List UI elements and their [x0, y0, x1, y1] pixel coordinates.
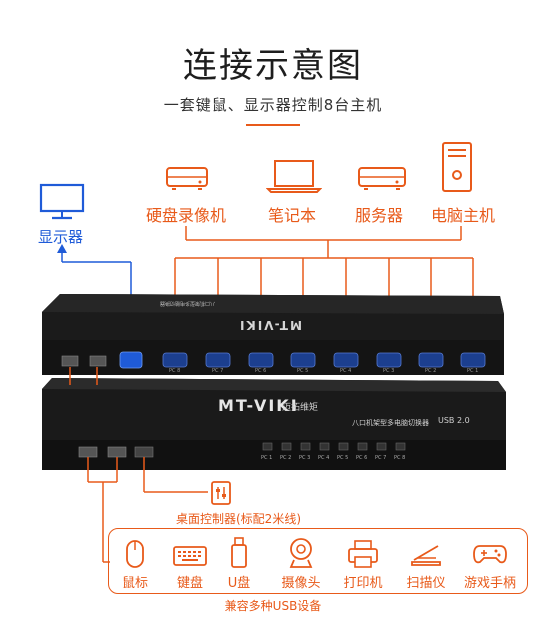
scanner-icon — [411, 545, 441, 566]
laptop-icon — [266, 160, 322, 193]
device-usb-text: USB 2.0 — [438, 416, 470, 425]
port-label: PC 6 — [356, 455, 368, 461]
rear-model-text: 八口机架型多电脑切换器 — [160, 300, 216, 306]
port-label: PC 1 — [261, 455, 273, 461]
usb-drive-icon — [231, 537, 247, 568]
peripheral-label-keyboard: 键盘 — [176, 576, 204, 591]
rear-port-label: PC 5 — [297, 368, 309, 374]
peripheral-label-mouse: 鼠标 — [121, 576, 149, 591]
printer-icon — [348, 540, 378, 568]
peripheral-label-webcam: 摄像头 — [281, 576, 321, 591]
peripheral-label-printer: 打印机 — [343, 576, 383, 591]
monitor-icon — [39, 183, 85, 220]
desktop-controller-icon — [211, 481, 231, 505]
gamepad-icon — [473, 545, 507, 564]
rear-port-label: PC 3 — [383, 368, 395, 374]
front-usb-ports — [78, 446, 154, 458]
host-label-server: 服务器 — [355, 206, 404, 225]
webcam-icon — [289, 538, 313, 568]
host-label-laptop: 笔记本 — [268, 206, 317, 225]
controller-label: 桌面控制器(标配2米线) — [176, 512, 301, 526]
peripherals-footer: 兼容多种USB设备 — [224, 599, 322, 613]
port-label: PC 5 — [337, 455, 349, 461]
port-label: PC 7 — [375, 455, 387, 461]
peripheral-label-scanner: 扫描仪 — [406, 576, 446, 591]
front-select-buttons — [262, 442, 406, 451]
rear-port-label: PC 8 — [169, 368, 181, 374]
keyboard-icon — [173, 546, 207, 566]
pc-tower-icon — [442, 142, 472, 192]
monitor-label: 显示器 — [38, 228, 84, 246]
title-divider — [246, 124, 300, 126]
rear-port-label: PC 2 — [425, 368, 437, 374]
usb-connection-lines — [69, 367, 208, 563]
port-label: PC 4 — [318, 455, 330, 461]
host-label-dvr: 硬盘录像机 — [146, 206, 227, 225]
peripheral-label-gamepad: 游戏手柄 — [463, 576, 517, 591]
rear-usb-ports — [61, 355, 107, 367]
server-icon — [358, 167, 406, 190]
peripheral-label-usb-drive: U盘 — [227, 576, 251, 591]
rear-port-label: PC 6 — [255, 368, 267, 374]
port-label: PC 3 — [299, 455, 311, 461]
front-port-labels: PC 1 PC 2 PC 3 PC 4 PC 5 PC 6 PC 7 PC 8 — [259, 455, 419, 465]
rear-port-label: PC 4 — [340, 368, 352, 374]
kvm-front-panel — [42, 378, 506, 470]
device-brand: MT-VIKI — [218, 396, 299, 415]
mouse-icon — [126, 540, 144, 568]
port-label: PC 2 — [280, 455, 292, 461]
port-label: PC 8 — [394, 455, 406, 461]
page-subtitle: 一套键鼠、显示器控制8台主机 — [163, 96, 383, 114]
page-title: 连接示意图 — [183, 46, 363, 86]
rear-port-labels: PC 8 PC 7 PC 6 PC 5 PC 4 PC 3 PC 2 PC 1 — [163, 368, 493, 376]
peripherals-panel — [108, 528, 528, 594]
dvr-icon — [166, 167, 208, 190]
device-brand-cn: 迈拓维矩 — [282, 403, 319, 413]
device-model-text: 八口机架型多电脑切换器 — [352, 419, 429, 427]
host-label-pc: 电脑主机 — [431, 206, 496, 225]
rear-brand: MT-VIKI — [238, 318, 302, 332]
rear-port-label: PC 7 — [212, 368, 224, 374]
rear-vga-ports — [119, 351, 486, 369]
rear-port-label: PC 1 — [467, 368, 479, 374]
